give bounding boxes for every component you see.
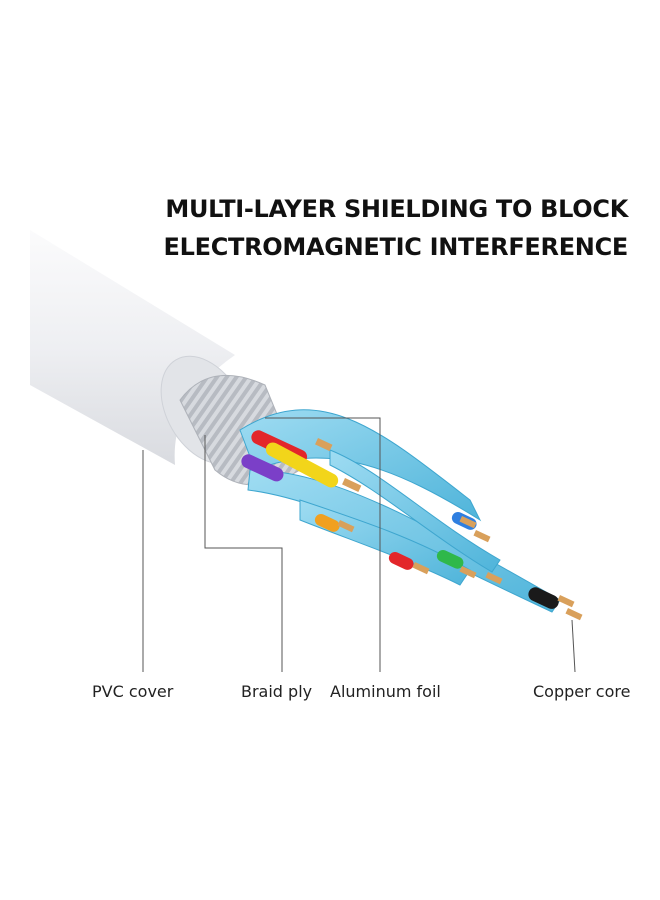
colored-wires <box>241 430 559 609</box>
copper-tip <box>485 571 503 585</box>
copper-tip <box>412 562 430 575</box>
copper-tip <box>565 608 583 621</box>
label-pvc-cover: PVC cover <box>92 682 174 701</box>
copper-tip <box>459 566 477 579</box>
wire-red-2 <box>388 551 414 570</box>
label-copper-core: Copper core <box>533 682 631 701</box>
wire-green <box>436 549 464 569</box>
leader-line-braid-ply <box>204 435 283 672</box>
wire-purple <box>241 454 284 482</box>
label-aluminum-foil: Aluminum foil <box>330 682 441 701</box>
wire-black <box>528 587 559 609</box>
copper-tip <box>473 530 491 543</box>
copper-tip <box>337 520 355 533</box>
leader-lines <box>142 417 576 673</box>
label-braid-ply: Braid ply <box>241 682 313 701</box>
leader-line-copper-core <box>571 619 576 673</box>
copper-tip <box>459 516 477 529</box>
wire-yellow <box>265 442 339 488</box>
wire-orange <box>314 513 340 532</box>
headline-line-1: MULTI-LAYER SHIELDING TO BLOCK <box>165 195 628 223</box>
copper-tip <box>342 477 362 492</box>
leader-line-aluminum-foil <box>265 417 381 672</box>
aluminum-foil-pairs <box>239 409 561 613</box>
headline: MULTI-LAYER SHIELDING TO BLOCK ELECTROMA… <box>163 190 629 266</box>
copper-core-tips <box>315 437 583 621</box>
headline-line-2: ELECTROMAGNETIC INTERFERENCE <box>163 233 629 261</box>
copper-tip <box>315 437 333 452</box>
copper-tip <box>557 595 575 608</box>
